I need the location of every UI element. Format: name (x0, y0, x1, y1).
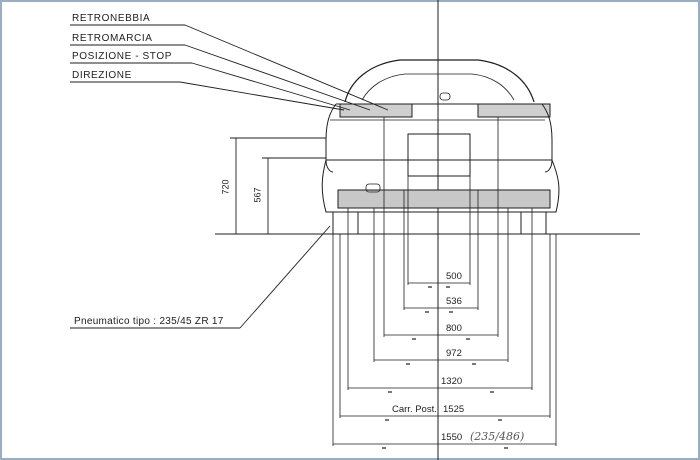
dim-1550-label: 1550 (441, 432, 463, 443)
dim-1525-prefix: Carr. Post. (392, 404, 437, 415)
dim-536-label: 536 (446, 296, 462, 307)
dim-1320-label: 1320 (441, 376, 463, 387)
car-rear-view (321, 59, 560, 234)
dim-567-label: 567 (252, 187, 263, 203)
dim-567 (262, 157, 326, 234)
tick-marks (382, 286, 508, 449)
dim-500-label: 500 (446, 271, 462, 282)
handwritten-note: (235/486) (470, 430, 525, 443)
callout-posizione-stop: POSIZIONE - STOP (72, 51, 172, 62)
dim-972-label: 972 (446, 348, 462, 359)
dim-720 (230, 137, 326, 234)
dim-1525-label: 1525 (443, 404, 465, 415)
tire-label: Pneumatico tipo : 235/45 ZR 17 (74, 316, 224, 327)
dim-720-label: 720 (220, 179, 231, 195)
dim-800-label: 800 (446, 323, 462, 334)
callout-leaders (70, 24, 389, 111)
horizontal-dimensions (332, 117, 557, 446)
callout-retromarcia: RETROMARCIA (72, 33, 153, 44)
callout-retronebbia: RETRONEBBIA (72, 13, 151, 24)
callout-direzione: DIREZIONE (72, 70, 132, 81)
